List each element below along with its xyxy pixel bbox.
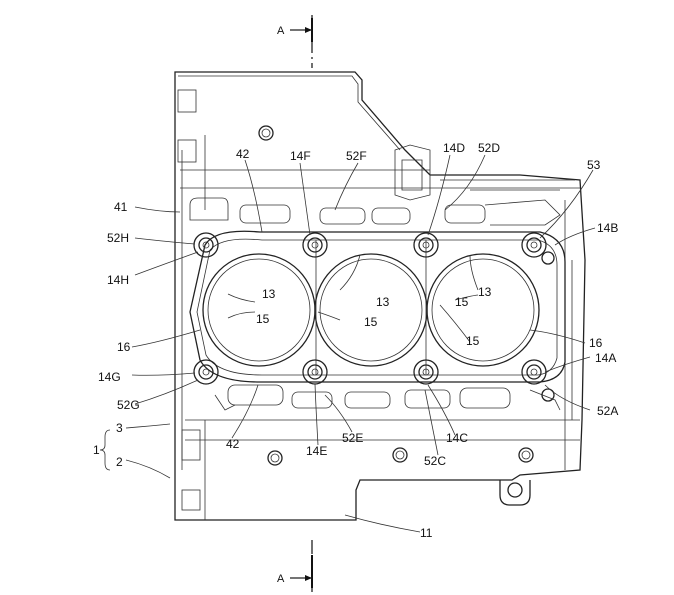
- label-53: 53: [587, 158, 601, 172]
- label-3: 3: [116, 421, 123, 435]
- label-15-bore2: 15: [364, 315, 378, 329]
- label-13-bore1: 13: [262, 287, 276, 301]
- leader-lines: [99, 154, 596, 533]
- label-52D: 52D: [478, 141, 500, 155]
- label-52E: 52E: [342, 431, 363, 445]
- block-outline: [174, 71, 586, 521]
- label-16-right: 16: [589, 336, 603, 350]
- label-52H: 52H: [107, 231, 129, 245]
- label-15-bore1: 15: [256, 312, 270, 326]
- label-14B: 14B: [597, 221, 618, 235]
- label-52C: 52C: [424, 454, 446, 468]
- label-11: 11: [420, 526, 433, 540]
- label-2: 2: [116, 455, 123, 469]
- label-14E: 14E: [306, 444, 327, 458]
- reference-labels: 42 14F 52F 14D 52D 53 41 52H 14B 14H 13 …: [93, 141, 618, 540]
- label-14A: 14A: [595, 351, 616, 365]
- gasket-outline: [189, 230, 566, 383]
- section-line-a: A A: [277, 15, 313, 592]
- label-13-bore2: 13: [376, 295, 390, 309]
- label-15-bore3-upper: 15: [455, 295, 469, 309]
- cylinder-bores: [202, 253, 540, 367]
- bolt-holes: [258, 125, 534, 466]
- label-13-bore3: 13: [478, 285, 492, 299]
- label-41: 41: [114, 200, 128, 214]
- label-14D: 14D: [443, 141, 465, 155]
- label-52F: 52F: [346, 149, 367, 163]
- head-bolt-bosses: [193, 232, 555, 402]
- label-52A: 52A: [597, 404, 618, 418]
- lower-ports: [214, 384, 561, 411]
- upper-ports: [189, 144, 575, 226]
- label-14C: 14C: [446, 431, 468, 445]
- label-16-left: 16: [117, 340, 131, 354]
- label-14F: 14F: [290, 149, 311, 163]
- label-42-bottom: 42: [226, 437, 240, 451]
- label-42-top: 42: [236, 147, 250, 161]
- label-14G: 14G: [98, 370, 121, 384]
- section-label-bottom: A: [277, 573, 285, 585]
- label-52G: 52G: [117, 398, 140, 412]
- mount-bracket: [499, 480, 531, 506]
- label-14H: 14H: [107, 273, 129, 287]
- label-15-bore3-lower: 15: [466, 334, 480, 348]
- section-label-top: A: [277, 25, 285, 37]
- label-1: 1: [93, 443, 100, 457]
